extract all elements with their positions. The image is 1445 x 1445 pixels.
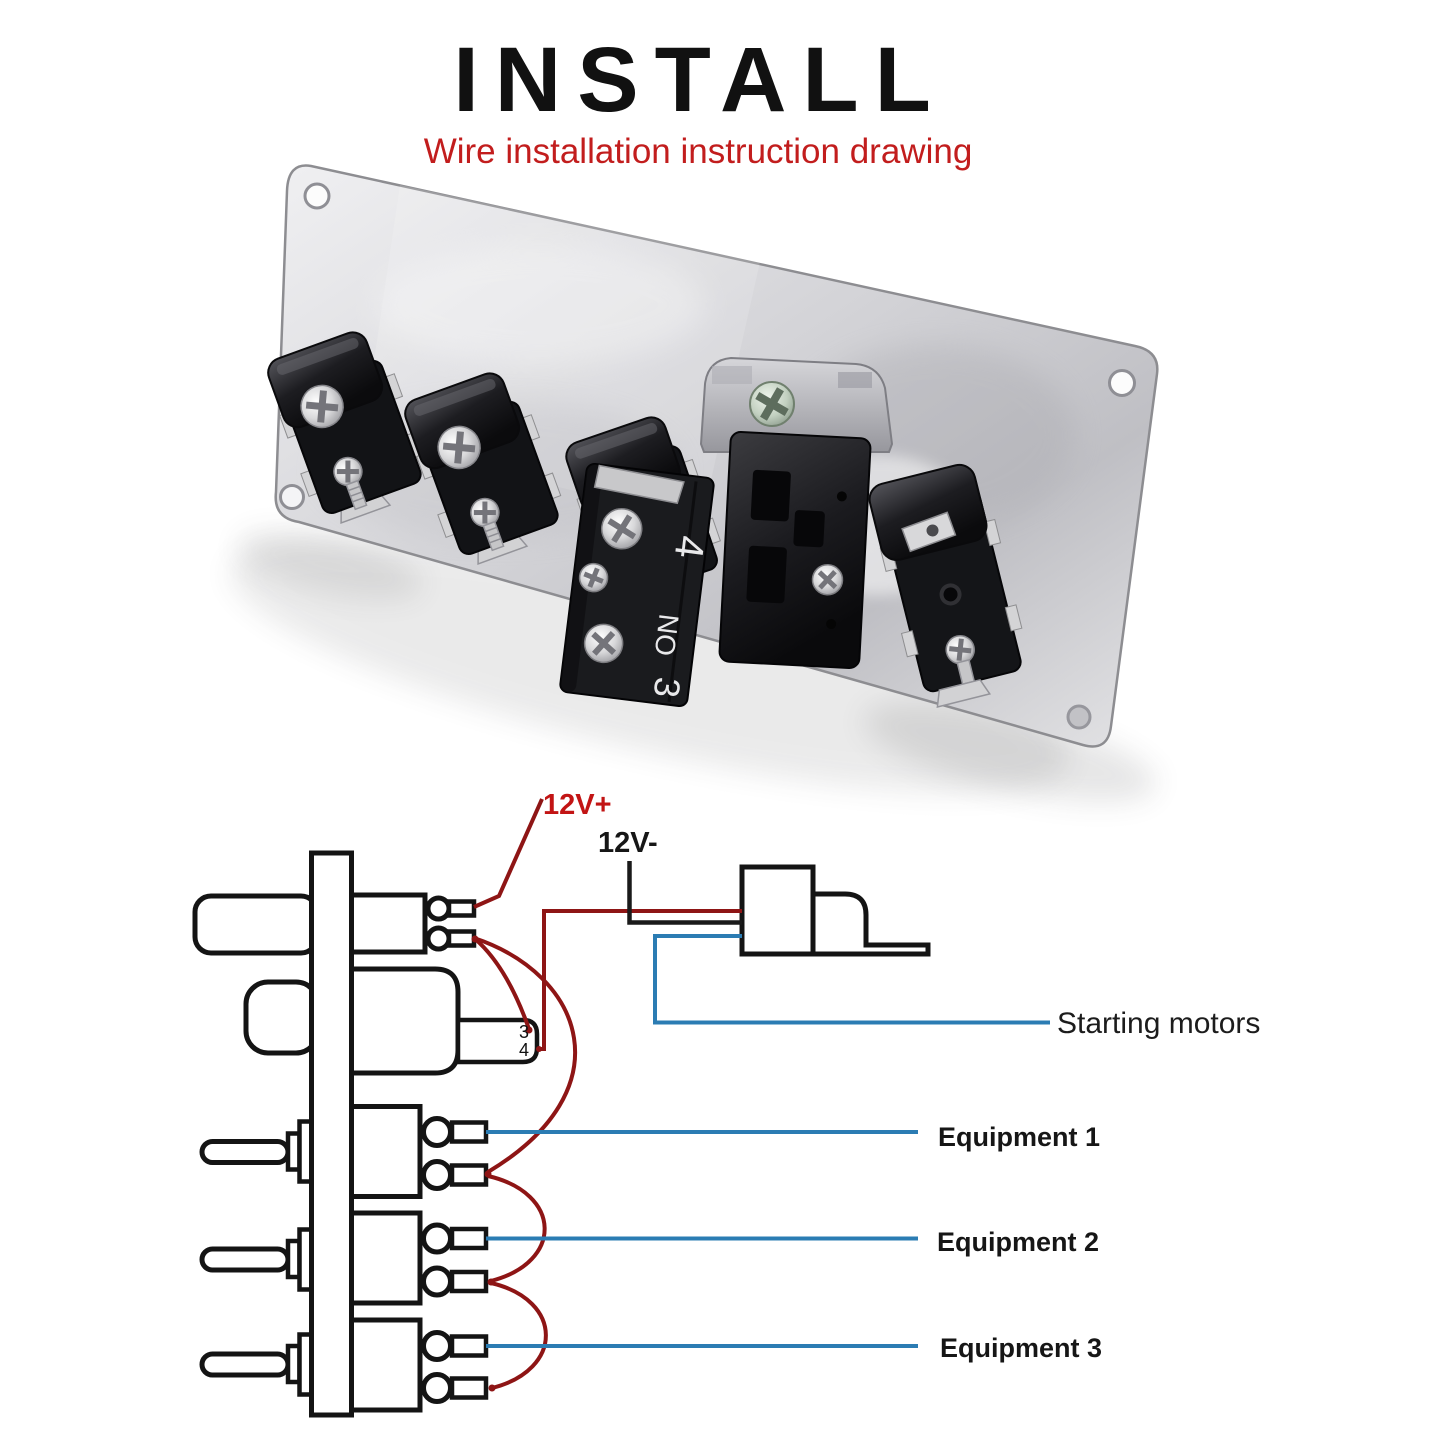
block-label-3: 3: [646, 675, 689, 700]
load-wires: [486, 934, 1050, 1348]
label-equipment-1: Equipment 1: [938, 1122, 1100, 1152]
label-terminal-3: 3: [519, 1022, 529, 1042]
block-screw: [600, 507, 643, 550]
label-equipment-3: Equipment 3: [940, 1333, 1102, 1363]
label-12v-positive: 12V+: [543, 789, 612, 821]
wire-chain-arc-0: [473, 936, 578, 1174]
start-assembly: 4 NO 3: [559, 356, 894, 708]
wire-12v-positive-lead: [473, 798, 544, 909]
relay-screw: [811, 563, 844, 596]
page-title: INSTALL: [453, 29, 947, 131]
page-subtitle: Wire installation instruction drawing: [423, 132, 973, 171]
ignition-key: [192, 893, 320, 956]
start-contact-block: 4 NO 3: [559, 462, 715, 708]
wire-chain-arc-1: [487, 1174, 547, 1283]
plate-shadow: [863, 701, 1157, 803]
toggle-switch-symbol-1: [349, 1104, 489, 1199]
toggle-lever-2: [199, 1227, 316, 1292]
bracket-detail: [712, 366, 752, 384]
plate-shadow: [237, 530, 423, 600]
panel-bar: [309, 850, 354, 1418]
toggle-switch-symbol-2: [349, 1210, 489, 1306]
toggle-lever-3: [199, 1332, 316, 1397]
wiring-diagram: 12V+ 12V- Starting motors Equipment 1 Eq…: [192, 789, 1260, 1418]
label-equipment-2: Equipment 2: [937, 1227, 1099, 1257]
bracket-screw: [749, 381, 795, 427]
wire-terminal-4-to-relay: [537, 909, 742, 1051]
wire-junctions: [471, 935, 542, 1392]
block-screw: [583, 623, 624, 664]
label-starting-motors: Starting motors: [1057, 1007, 1260, 1040]
relay-symbol: [739, 864, 931, 957]
toggle-switch-symbol-3: [349, 1317, 489, 1413]
wire-to-terminal-3: [472, 936, 531, 1030]
label-12v-negative: 12V-: [598, 827, 658, 859]
wire-12v-negative: [627, 861, 742, 925]
plate-sheen: [375, 245, 705, 365]
toggle-lever-1: [199, 1119, 316, 1184]
wire-starting-motors: [653, 934, 1050, 1025]
panel-photo: 4 NO 3: [230, 164, 1159, 803]
label-terminal-4: 4: [519, 1040, 529, 1060]
switch-screw: [936, 634, 992, 708]
positive-wires: [472, 798, 742, 1390]
wire-chain-arc-2: [490, 1281, 548, 1390]
plate-hole-bottom-right: [1066, 704, 1092, 730]
spade-terminal: [901, 511, 957, 553]
plate-hole-top-left: [303, 182, 331, 210]
plate-hole-bottom-left: [279, 484, 305, 510]
relay-body: [718, 431, 872, 669]
plate-hole-top-right: [1108, 369, 1136, 397]
bracket-detail: [838, 372, 872, 388]
ignition-switch-symbol: [349, 892, 477, 955]
block-label-4: 4: [666, 533, 712, 560]
block-screw: [578, 562, 609, 593]
block-label-no: NO: [649, 612, 685, 657]
push-button-cap: [243, 979, 321, 1056]
push-button-symbol: [349, 966, 540, 1076]
switch-back-5: [868, 463, 1023, 708]
